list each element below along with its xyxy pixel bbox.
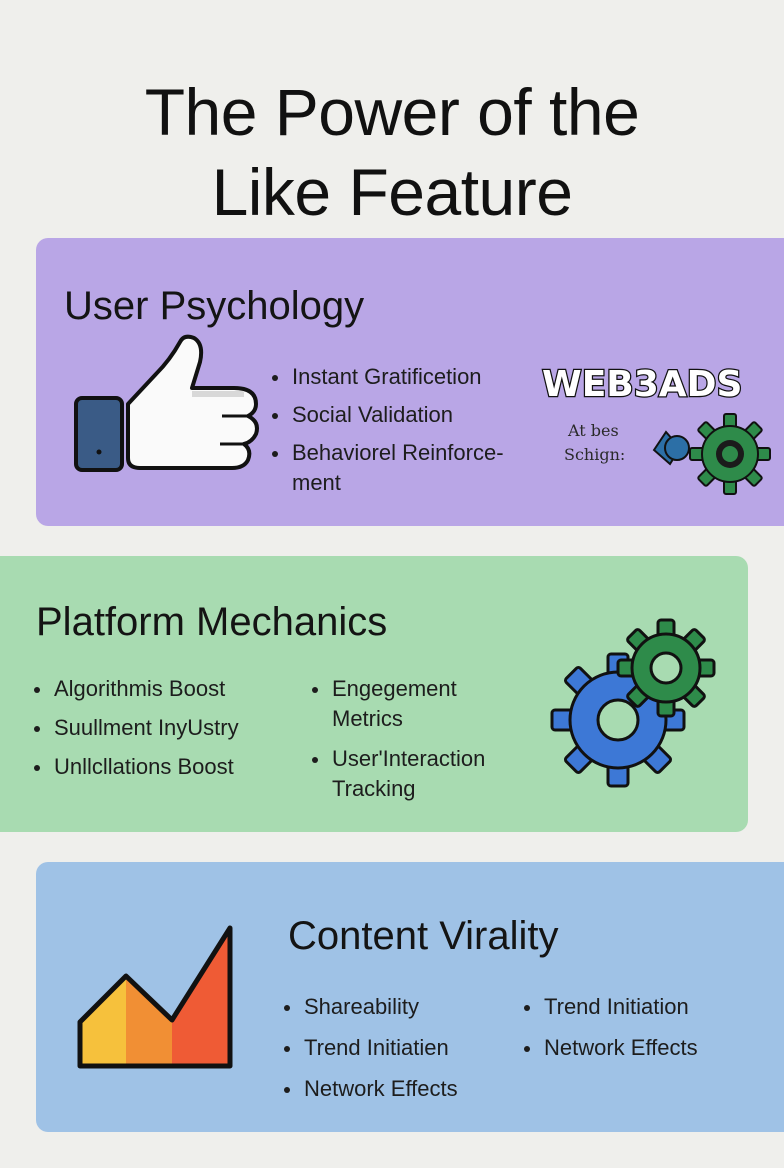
platform-mechanics-heading: Platform Mechanics [36, 600, 388, 644]
logo-subtext-1: At bes [567, 421, 619, 440]
thumbs-up-icon [74, 334, 259, 472]
list-item: Instant Gratificetion [270, 362, 504, 392]
list-item-line: ment [292, 470, 341, 495]
logo-text: WEB3ADS [542, 364, 742, 405]
platform-mechanics-panel: Platform Mechanics Algorithmis Boost Suu… [0, 556, 748, 832]
logo-subtext-2: Schign: [564, 445, 625, 464]
list-item-line: Metrics [332, 706, 403, 731]
list-item-line: User'Interaction [332, 746, 486, 771]
list-item-line: Engegement [332, 676, 457, 701]
list-item: Algorithmis Boost [32, 674, 239, 704]
list-item: Shareability [282, 992, 458, 1022]
platform-mechanics-bullets-right: Engegement Metrics User'Interaction Trac… [310, 674, 485, 804]
title-line-1: The Power of the [144, 75, 640, 149]
platform-mechanics-bullets-left: Algorithmis Boost Suullment InyUstry Unl… [32, 674, 239, 782]
gears-icon [550, 618, 716, 788]
title-line-2: Like Feature [211, 155, 573, 229]
content-virality-panel: Content Virality Shareability Trend Init… [36, 862, 784, 1132]
list-item: User'Interaction Tracking [310, 744, 485, 804]
list-item: Network Effects [282, 1074, 458, 1104]
list-item: Suullment InyUstry [32, 713, 239, 743]
user-psychology-panel: User Psychology Instant Gratificetion So… [36, 238, 784, 526]
list-item: Trend Initiation [522, 992, 698, 1022]
list-item: Trend Initiatien [282, 1033, 458, 1063]
growth-chart-icon [77, 925, 233, 1069]
list-item-line: Behaviorel Reinforce- [292, 440, 504, 465]
list-item: Behaviorel Reinforce- ment [270, 438, 504, 498]
page-title: The Power of the Like Feature [0, 72, 784, 232]
content-virality-bullets-right: Trend Initiation Network Effects [522, 992, 698, 1063]
list-item: Engegement Metrics [310, 674, 485, 734]
list-item: Social Validation [270, 400, 504, 430]
content-virality-heading: Content Virality [288, 914, 559, 958]
list-item: Network Effects [522, 1033, 698, 1063]
list-item-line: Tracking [332, 776, 416, 801]
web3ads-logo: WEB3ADS At bes Schign: [534, 360, 780, 500]
user-psychology-heading: User Psychology [64, 284, 365, 328]
user-psychology-bullets: Instant Gratificetion Social Validation … [270, 362, 504, 498]
list-item: Unllcllations Boost [32, 752, 239, 782]
content-virality-bullets-left: Shareability Trend Initiatien Network Ef… [282, 992, 458, 1104]
